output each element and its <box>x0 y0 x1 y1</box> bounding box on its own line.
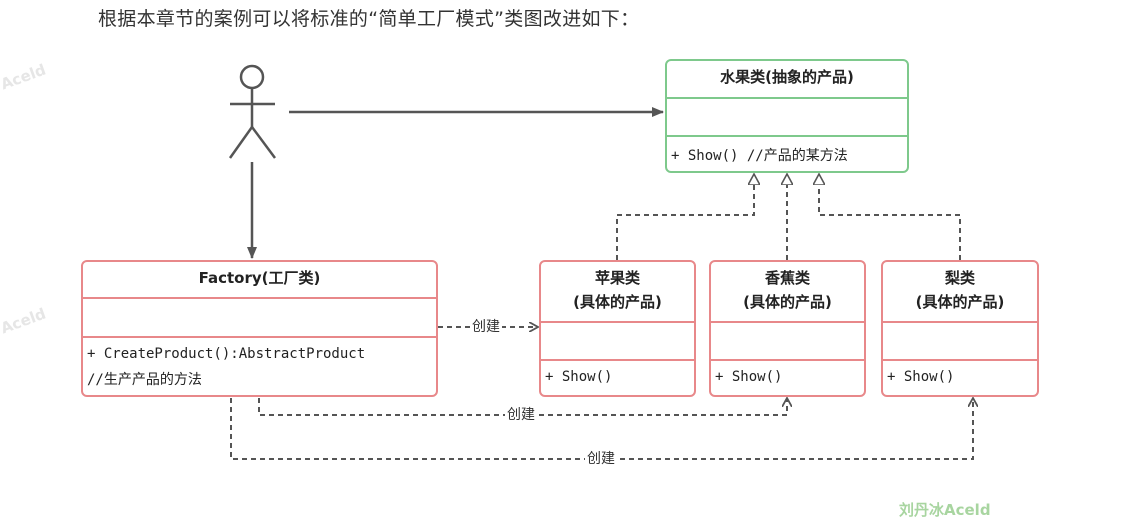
pear-class-name: 梨类 <box>944 269 975 287</box>
attributes-divider <box>541 321 694 323</box>
banana-class-stereotype: (具体的产品) <box>743 293 832 311</box>
banana-show-op: + Show() <box>715 369 783 385</box>
banana-class-box: 香蕉类 (具体的产品) + Show() <box>709 260 866 397</box>
fruit-class-box: 水果类(抽象的产品) + Show() //产品的某方法 <box>665 59 909 173</box>
factory-create-op-comment: //生产产品的方法 <box>87 372 202 388</box>
operations-divider <box>83 336 436 338</box>
apple-class-stereotype: (具体的产品) <box>573 293 662 311</box>
actor-icon <box>228 64 277 159</box>
pear-show-op: + Show() <box>887 369 955 385</box>
apple-to-fruit-edge <box>616 174 754 260</box>
attributes-divider <box>711 321 864 323</box>
operations-divider <box>883 359 1037 361</box>
factory-create-op: + CreateProduct():AbstractProduct <box>87 346 366 362</box>
factory-class-box: Factory(工厂类) + CreateProduct():AbstractP… <box>81 260 438 397</box>
apple-class-box: 苹果类 (具体的产品) + Show() <box>539 260 696 397</box>
fruit-show-op: + Show() //产品的某方法 <box>671 148 848 164</box>
create-label: 创建 <box>470 318 502 336</box>
operations-divider <box>667 135 907 137</box>
banana-class-name: 香蕉类 <box>764 269 810 287</box>
attributes-divider <box>883 321 1037 323</box>
create-label: 创建 <box>585 450 617 468</box>
page-heading: 根据本章节的案例可以将标准的“简单工厂模式”类图改进如下： <box>98 8 640 30</box>
apple-show-op: + Show() <box>545 369 613 385</box>
apple-class-name: 苹果类 <box>594 269 640 287</box>
attributes-divider <box>667 97 907 99</box>
pear-class-stereotype: (具体的产品) <box>915 293 1005 311</box>
fruit-class-name: 水果类(抽象的产品) <box>720 68 854 86</box>
create-label: 创建 <box>505 406 537 424</box>
pear-class-box: 梨类 (具体的产品) + Show() <box>881 260 1039 397</box>
operations-divider <box>711 359 864 361</box>
attributes-divider <box>83 297 436 299</box>
author-signature: 刘丹冰Aceld <box>899 501 991 519</box>
pear-to-fruit-edge <box>819 174 961 260</box>
operations-divider <box>541 359 694 361</box>
factory-class-name: Factory(工厂类) <box>198 269 321 287</box>
